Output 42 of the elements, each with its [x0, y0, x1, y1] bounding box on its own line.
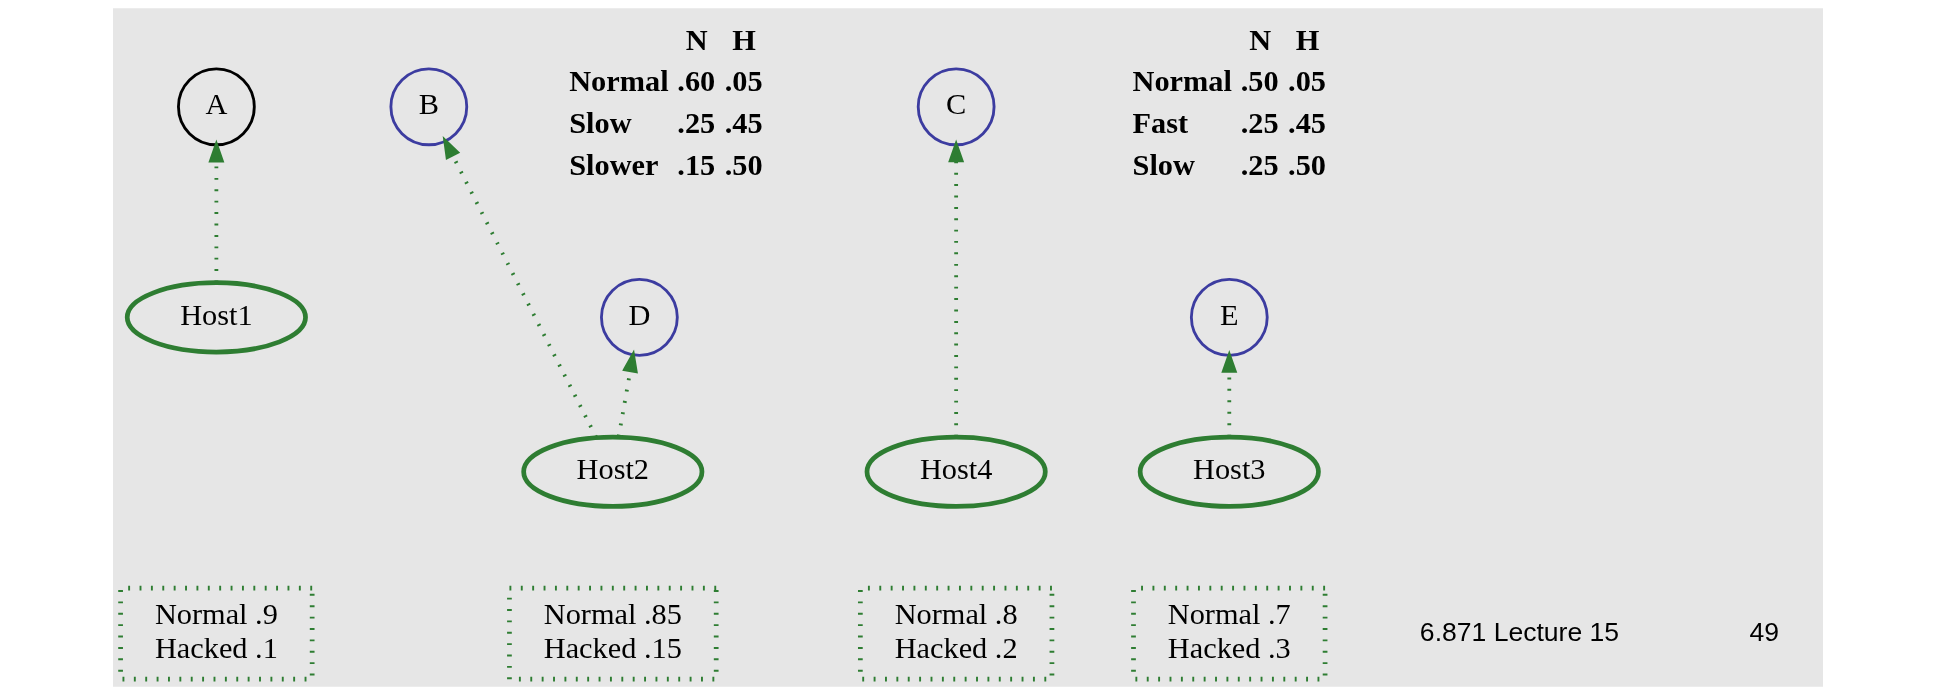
label: Slow	[568, 106, 632, 140]
label: .45	[724, 106, 763, 140]
label: .45	[1287, 106, 1326, 140]
label: H	[1295, 22, 1319, 57]
arrow	[207, 139, 224, 283]
label: 49	[1748, 616, 1779, 647]
node-ellipse: Host4	[864, 434, 1048, 509]
label: Normal	[568, 64, 669, 99]
label: .25	[676, 106, 715, 140]
arrow	[616, 349, 638, 437]
node-box: Normal .8 Hacked .2	[857, 585, 1054, 682]
label: .05	[724, 64, 763, 99]
node-box: Normal .7 Hacked .3	[1130, 585, 1327, 682]
label: .50	[1240, 64, 1279, 99]
node-circle: C	[916, 67, 995, 147]
arrow	[442, 135, 598, 438]
label: Slower	[568, 147, 658, 182]
label: .50	[724, 147, 763, 182]
label: H	[731, 22, 756, 57]
node-circle: D	[599, 278, 679, 357]
label: N	[1248, 22, 1271, 57]
label: .15	[676, 147, 715, 182]
label: Slow	[1132, 147, 1195, 182]
node-circle: E	[1189, 278, 1269, 357]
node-ellipse: Host2	[520, 434, 704, 509]
node-circle: B	[388, 67, 468, 147]
node-box: Normal .85 Hacked .15	[506, 585, 719, 682]
label: Normal	[1132, 64, 1232, 99]
arrow	[1220, 350, 1237, 437]
node-box: Normal .9 Hacked .1	[117, 585, 315, 682]
label: 6.871 Lecture 15	[1419, 616, 1619, 647]
label: N	[685, 22, 708, 57]
label: .25	[1240, 106, 1279, 140]
node-circle: A	[176, 67, 256, 147]
label: .05	[1287, 64, 1326, 99]
label: .50	[1287, 147, 1326, 182]
arrow	[947, 139, 964, 437]
node-ellipse: Host3	[1137, 434, 1321, 509]
node-ellipse: Host1	[124, 280, 308, 355]
label: .60	[676, 64, 715, 99]
label: Fast	[1132, 106, 1188, 140]
label: .25	[1240, 147, 1279, 182]
